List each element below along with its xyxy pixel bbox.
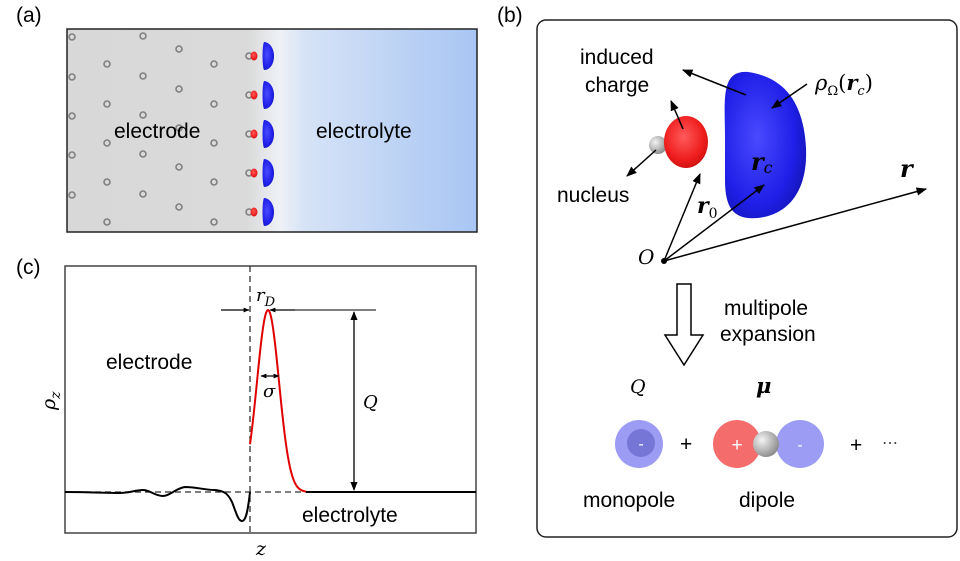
density-pointer (771, 83, 808, 109)
lattice-atom (103, 218, 111, 226)
lattice-atom (210, 178, 218, 186)
r0-vector (663, 173, 701, 262)
adsorbate-red-charge (250, 51, 258, 61)
adsorbates (245, 42, 274, 226)
density-label: ρΩ(rc) (814, 70, 873, 99)
expansion-label-1: multipole (724, 297, 808, 320)
adsorbate (245, 42, 274, 70)
lattice-atom (210, 60, 218, 68)
lattice-atom (175, 45, 183, 53)
lattice-atom (210, 100, 218, 108)
lattice-atom (68, 33, 76, 41)
adsorbate-red-charge (250, 168, 258, 178)
adsorbate-blue-charge (262, 42, 274, 70)
plus-sign-1: + (680, 433, 692, 456)
rD-label: rD (256, 285, 276, 310)
lattice-atom (175, 163, 183, 171)
lattice-atom (103, 139, 111, 147)
adsorbate (245, 198, 274, 226)
dipole-graphic: + - (713, 420, 824, 468)
nucleus-charge-pointer (670, 100, 684, 130)
origin-label: O (638, 245, 654, 269)
adsorbate-blue-charge (262, 81, 274, 109)
induced-charge-pointer (682, 69, 747, 96)
electrode-label-c: electrode (106, 351, 192, 374)
rc-vector (663, 184, 765, 262)
lattice-atom (139, 190, 147, 198)
Q-label: Q (363, 392, 378, 413)
lattice-atom (103, 178, 111, 186)
adsorbate (245, 159, 274, 187)
adsorbate-red-charge (250, 129, 258, 139)
induced-charge-label-2: charge (585, 74, 649, 97)
expansion-arrow-icon (663, 283, 705, 367)
r0-label: r0 (697, 193, 718, 222)
panel-b: (b) induced charge nucleus ρΩ(rc) O r0 r… (497, 4, 958, 538)
nucleus-label: nucleus (557, 184, 629, 207)
adsorbate-blue-charge (262, 159, 274, 187)
nucleus-pointer (626, 149, 657, 177)
adsorbate-red-charge (250, 207, 258, 217)
svg-text:+: + (731, 435, 742, 456)
dipole-label: dipole (739, 489, 795, 512)
svg-text:-: - (638, 436, 643, 453)
adsorbate (245, 120, 274, 148)
lattice-atom (139, 32, 147, 40)
panel-c: (c) rD σ Q electrode electrolyte ρz z (16, 256, 477, 560)
adsorbate-red-charge (250, 90, 258, 100)
monopole-graphic: - (615, 420, 663, 468)
lattice-atom (139, 111, 147, 119)
lattice-atom (210, 139, 218, 147)
lattice-atom (68, 112, 76, 120)
lattice-atom (68, 73, 76, 81)
electrolyte-label-c: electrolyte (302, 504, 398, 527)
panel-b-frame (536, 19, 958, 538)
gaussian-peak-curve (249, 308, 307, 493)
x-axis-label: z (255, 538, 267, 560)
induced-charge-blob (724, 71, 807, 219)
plus-sign-2: + (850, 434, 862, 457)
panel-a-label: (a) (16, 4, 42, 27)
lattice-atom (103, 100, 111, 108)
sigma-label: σ (263, 381, 276, 402)
dipole-symbol: μ (756, 373, 771, 398)
density-profile-curve (64, 485, 251, 523)
r-label: r (900, 154, 915, 183)
lattice-atom (139, 72, 147, 80)
monopole-label: monopole (583, 489, 675, 512)
induced-charge-label-1: induced (580, 46, 654, 69)
ellipsis: ⋯ (882, 435, 898, 452)
expansion-label-2: expansion (720, 323, 816, 346)
lattice-atom (175, 203, 183, 211)
adsorbate (245, 81, 274, 109)
panel-c-label: (c) (16, 256, 41, 279)
panel-b-label: (b) (497, 4, 523, 27)
lattice-atom (68, 191, 76, 199)
lattice-atom (103, 60, 111, 68)
electrode-label-a: electrode (114, 120, 200, 143)
lattice-atom (175, 85, 183, 93)
adsorbate-blue-charge (262, 120, 274, 148)
adsorbate-blue-charge (262, 198, 274, 226)
panel-a: (a) electrode electrolyte (16, 4, 478, 233)
lattice-atom (175, 124, 183, 132)
electrolyte-label-a: electrolyte (316, 120, 412, 143)
rc-label: rc (751, 147, 773, 177)
lattice-atom (210, 218, 218, 226)
electrode-lattice (68, 32, 218, 226)
nucleus-charge-blob (664, 116, 708, 168)
lattice-atom (68, 151, 76, 159)
y-axis-label: ρz (38, 391, 64, 411)
lattice-atom (139, 150, 147, 158)
svg-text:-: - (797, 437, 802, 454)
r-vector (663, 187, 928, 262)
monopole-symbol: Q (630, 376, 646, 398)
nucleus-ball (649, 136, 667, 154)
